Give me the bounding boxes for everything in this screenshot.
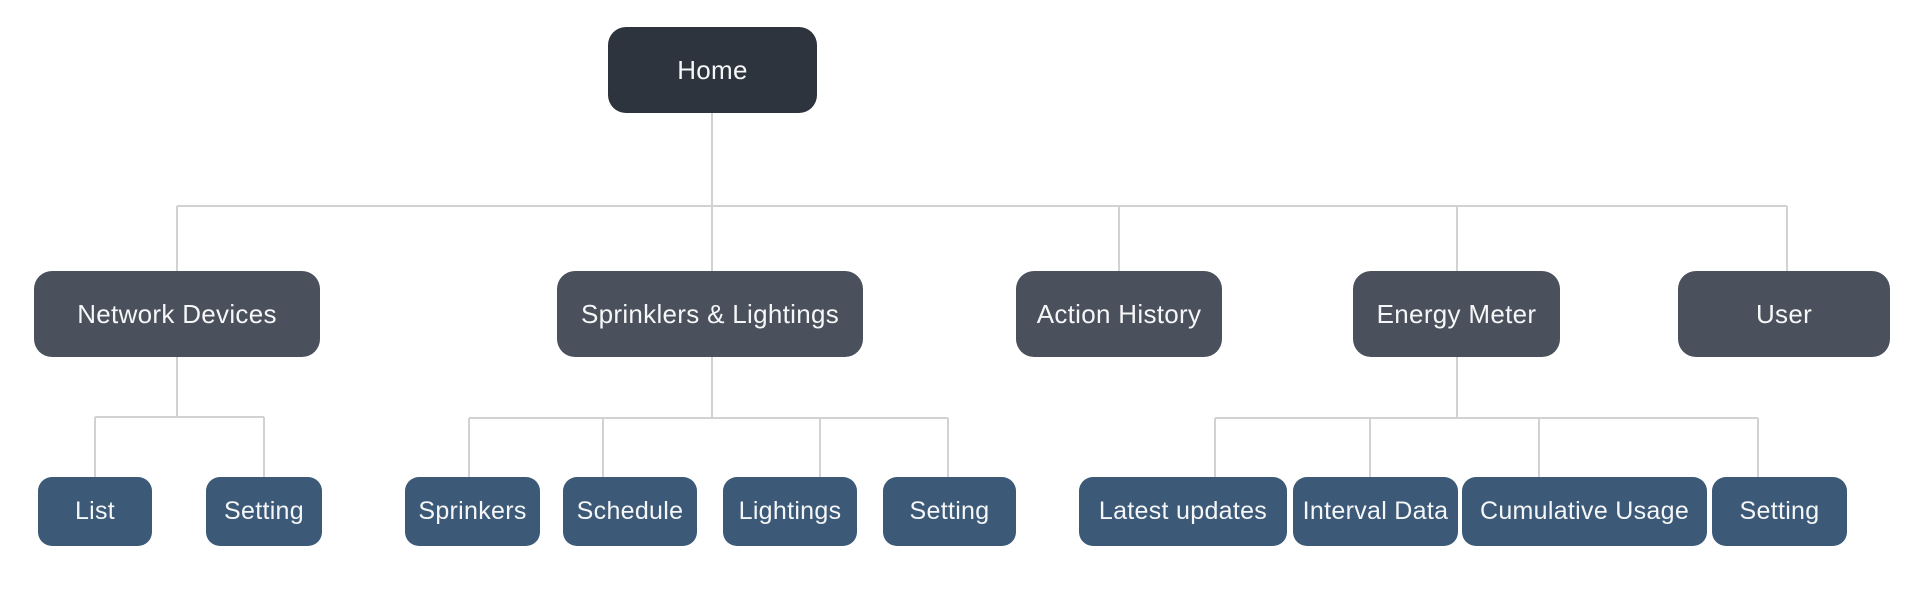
node-sprinklers-and-lightings-label: Sprinklers & Lightings bbox=[580, 298, 840, 329]
node-interval-data: Interval Data bbox=[1293, 477, 1458, 546]
node-sprinklers-and-lightings: Sprinklers & Lightings bbox=[557, 271, 863, 357]
connector-home-to-level2 bbox=[176, 113, 1788, 271]
connector-energy-meter-children bbox=[1214, 357, 1759, 477]
node-network-devices-label: Network Devices bbox=[77, 298, 277, 329]
node-schedule: Schedule bbox=[563, 477, 697, 546]
node-user-label: User bbox=[1755, 298, 1813, 329]
node-home: Home bbox=[608, 27, 817, 113]
node-sprinkers-label: Sprinkers bbox=[418, 497, 527, 525]
connector-sprinklers-lightings-children bbox=[468, 357, 949, 477]
node-action-history: Action History bbox=[1016, 271, 1222, 357]
node-lightings-label: Lightings bbox=[738, 497, 842, 525]
node-lightings: Lightings bbox=[723, 477, 857, 546]
node-action-history-label: Action History bbox=[1036, 298, 1202, 329]
node-network-devices-setting: Setting bbox=[206, 477, 322, 546]
node-latest-updates: Latest updates bbox=[1079, 477, 1287, 546]
node-sprinkers: Sprinkers bbox=[405, 477, 540, 546]
node-network-devices-setting-label: Setting bbox=[224, 497, 304, 525]
node-interval-data-label: Interval Data bbox=[1302, 497, 1449, 525]
node-home-label: Home bbox=[677, 54, 748, 85]
node-energy-meter: Energy Meter bbox=[1353, 271, 1560, 357]
node-cumulative-usage: Cumulative Usage bbox=[1462, 477, 1707, 546]
node-list-label: List bbox=[74, 497, 116, 525]
node-energy-meter-label: Energy Meter bbox=[1376, 298, 1537, 329]
node-user: User bbox=[1678, 271, 1890, 357]
node-list: List bbox=[38, 477, 152, 546]
connector-network-devices-children bbox=[94, 357, 265, 477]
node-network-devices: Network Devices bbox=[34, 271, 320, 357]
node-cumulative-usage-label: Cumulative Usage bbox=[1479, 497, 1690, 525]
node-energy-meter-setting-label: Setting bbox=[1739, 497, 1820, 525]
node-energy-meter-setting: Setting bbox=[1712, 477, 1847, 546]
node-sprinklers-lightings-setting-label: Setting bbox=[909, 497, 990, 525]
node-latest-updates-label: Latest updates bbox=[1098, 497, 1268, 525]
node-sprinklers-lightings-setting: Setting bbox=[883, 477, 1016, 546]
node-schedule-label: Schedule bbox=[576, 497, 684, 525]
